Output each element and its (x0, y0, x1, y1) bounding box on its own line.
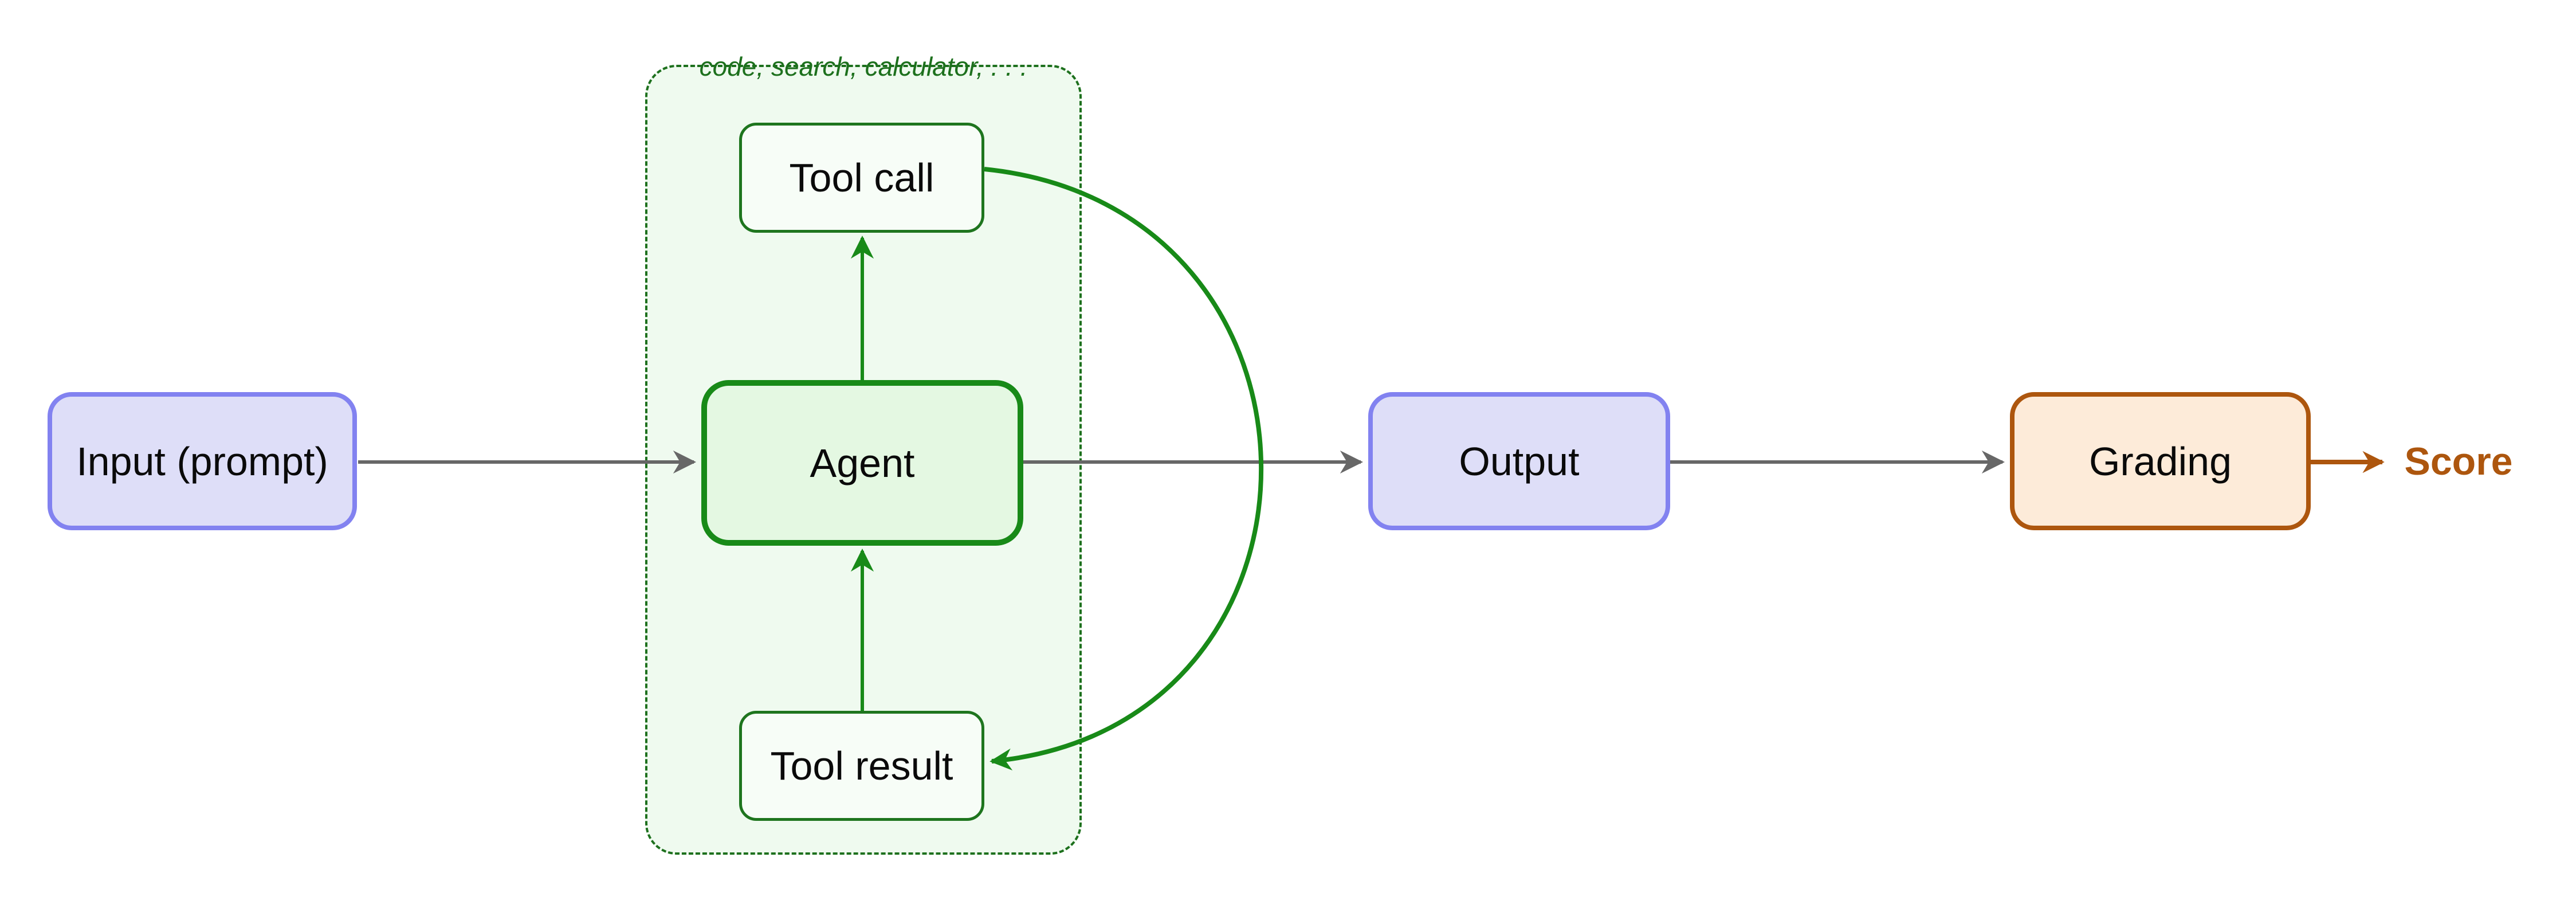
node-tool-call-label: Tool call (789, 155, 934, 200)
tools-container-label: code, search, calculator, . . . (699, 51, 1028, 81)
node-output: Output (1368, 392, 1670, 530)
node-agent: Agent (701, 380, 1023, 546)
score-label: Score (2398, 392, 2519, 530)
node-input: Input (prompt) (48, 392, 357, 530)
node-grading-label: Grading (2088, 439, 2232, 484)
node-output-label: Output (1459, 439, 1580, 484)
score-label-text: Score (2404, 439, 2513, 483)
node-input-label: Input (prompt) (76, 439, 328, 484)
node-tool-result: Tool result (739, 711, 984, 821)
node-grading: Grading (2010, 392, 2311, 530)
node-agent-label: Agent (810, 440, 915, 486)
node-tool-result-label: Tool result (770, 743, 953, 788)
node-tool-call: Tool call (739, 123, 984, 233)
arrow-tool-call-to-tool-result-curve (984, 167, 1264, 770)
